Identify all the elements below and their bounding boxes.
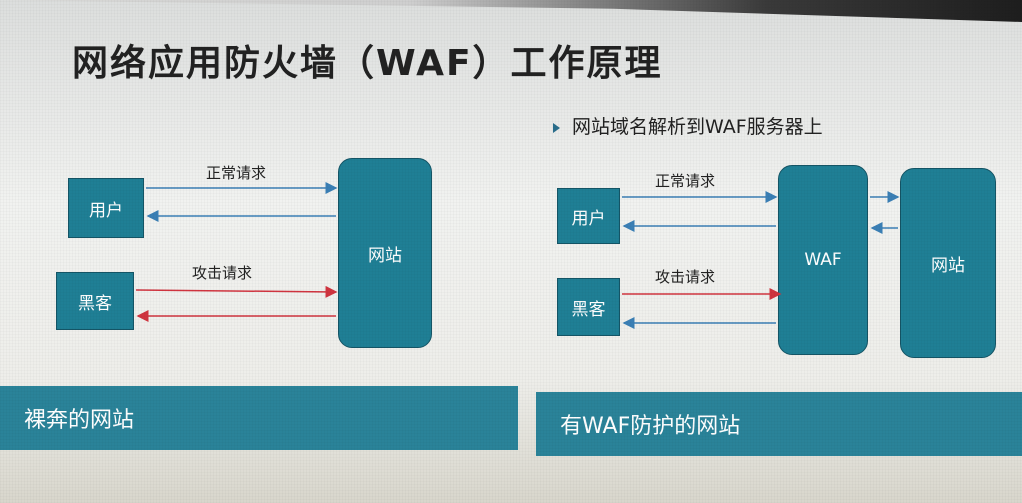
right-footer-text: 有WAF防护的网站 xyxy=(560,414,741,439)
right-hacker-box: 黑客 xyxy=(557,278,620,336)
left-attack-request-arrow xyxy=(135,285,338,298)
left-normal-request-label: 正常请求 xyxy=(206,164,267,182)
right-user-box: 用户 xyxy=(557,188,620,244)
right-normal-request-label: 正常请求 xyxy=(655,172,716,190)
right-attack-request-label: 攻击请求 xyxy=(655,268,716,286)
left-user-box: 用户 xyxy=(68,178,144,238)
right-footer-bar: 有WAF防护的网站 xyxy=(536,392,1022,456)
left-hacker-label: 黑客 xyxy=(78,293,112,314)
left-hacker-box: 黑客 xyxy=(56,272,134,330)
right-website-box: 网站 xyxy=(900,168,996,358)
left-website-box: 网站 xyxy=(338,158,432,348)
left-website-label: 网站 xyxy=(368,245,402,266)
right-website-label: 网站 xyxy=(931,255,965,276)
right-hacker-label: 黑客 xyxy=(571,299,606,320)
slide-title: 网络应用防火墙（WAF）工作原理 xyxy=(72,43,663,84)
left-footer-text: 裸奔的网站 xyxy=(24,408,135,433)
bullet-text: 网站域名解析到WAF服务器上 xyxy=(572,116,823,138)
waf-label: WAF xyxy=(804,250,842,270)
left-attack-request-label: 攻击请求 xyxy=(192,264,253,282)
waf-box: WAF xyxy=(778,165,868,355)
triangle-bullet-icon xyxy=(553,122,560,133)
left-footer-bar: 裸奔的网站 xyxy=(0,386,518,450)
left-user-label: 用户 xyxy=(89,200,123,221)
right-user-label: 用户 xyxy=(571,208,606,229)
bullet-point: 网站域名解析到WAF服务器上 xyxy=(553,112,823,139)
